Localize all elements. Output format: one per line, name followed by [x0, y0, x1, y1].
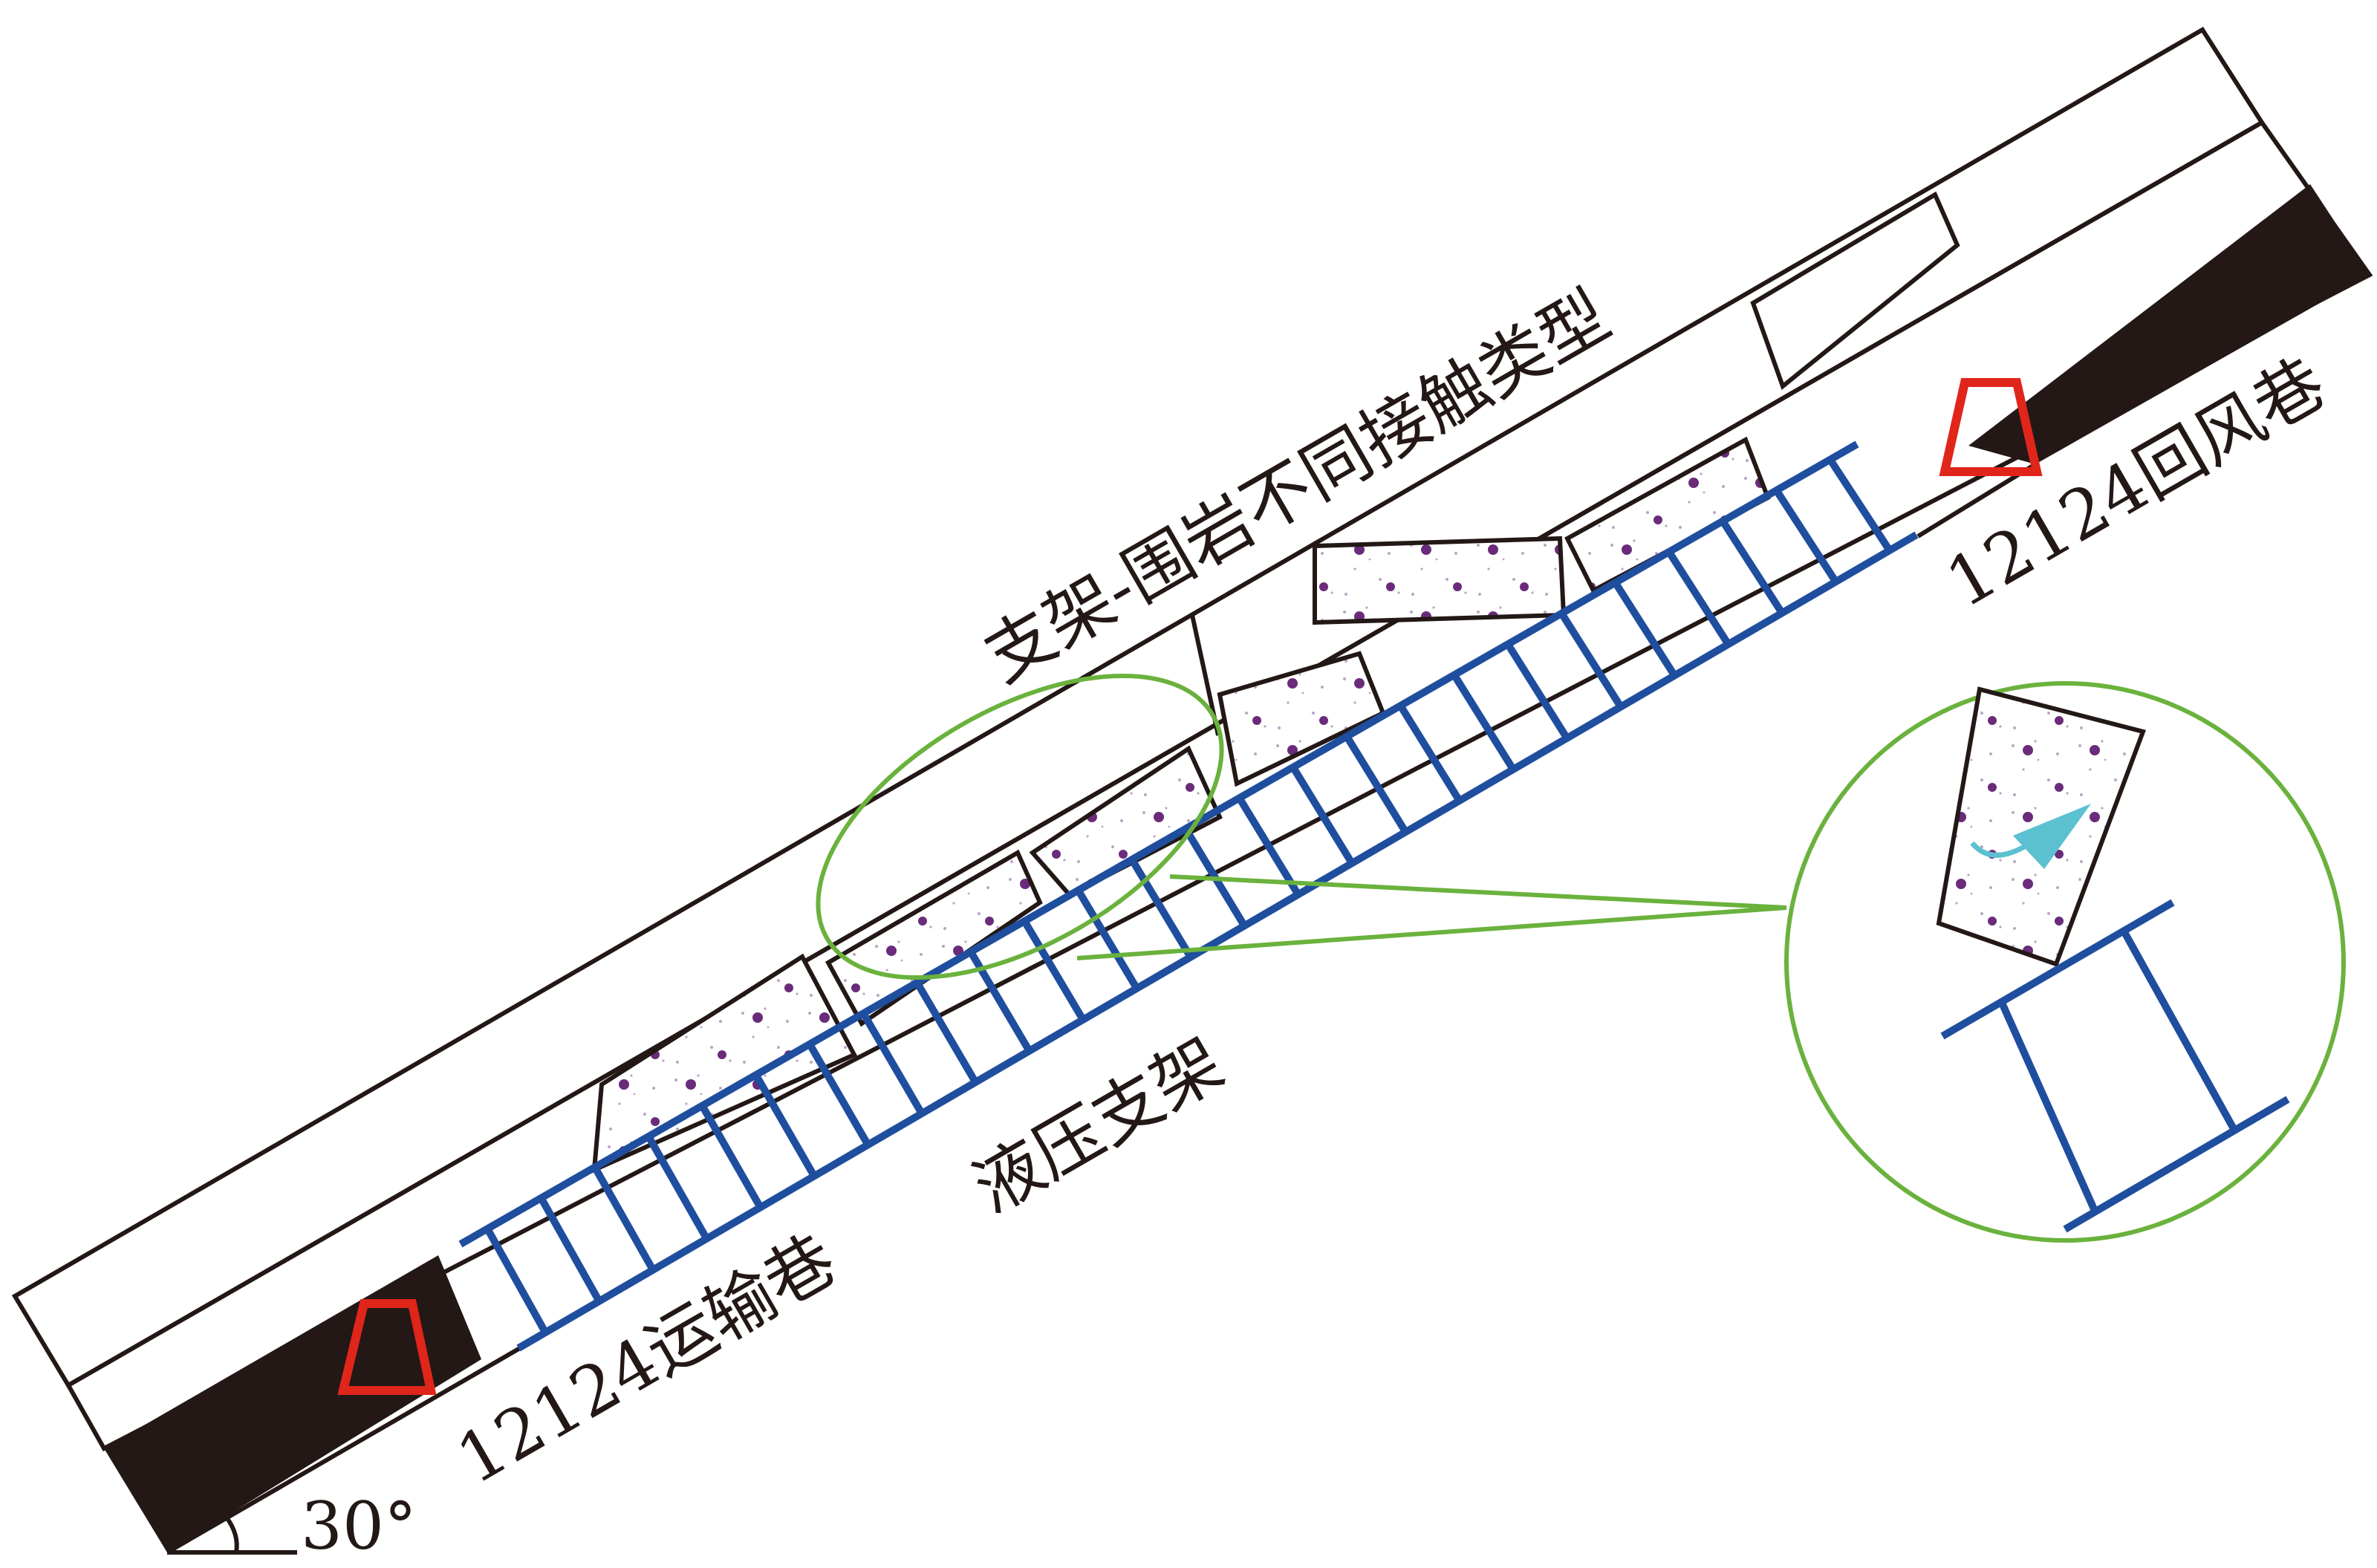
- magnified-detail: [1936, 686, 2290, 1233]
- floor-line-right: [1916, 462, 2037, 539]
- detail-support-leg-right: [2121, 930, 2240, 1135]
- callout-ellipse: [816, 673, 1224, 980]
- return-roadway-blocks: [1750, 191, 1960, 390]
- support-leg: [1612, 580, 1678, 678]
- support-leg: [806, 1042, 871, 1147]
- support-leg: [1773, 488, 1839, 584]
- support-leg: [699, 1104, 764, 1209]
- support-leg: [1719, 518, 1786, 616]
- support-leg: [538, 1196, 602, 1304]
- support-leg: [1343, 734, 1409, 834]
- support-leg: [1504, 642, 1570, 741]
- support-base-line: [516, 531, 1919, 1352]
- rock-block-1: [591, 953, 858, 1174]
- coal-seam-left: [104, 1255, 481, 1552]
- support-leg: [484, 1226, 549, 1335]
- support-leg: [645, 1134, 710, 1241]
- detail-support-leg-left: [1998, 1001, 2098, 1213]
- support-leg: [1558, 611, 1625, 709]
- coal-seam-right: [1968, 184, 2370, 464]
- support-leg: [1021, 919, 1087, 1022]
- support-leg: [1075, 888, 1140, 991]
- return-roadway-marker: [1939, 378, 2043, 476]
- angle-label: 30°: [301, 1488, 417, 1564]
- support-leg: [1451, 673, 1517, 772]
- support-leg: [591, 1165, 657, 1272]
- rock-block-5: [1313, 536, 1567, 625]
- support-leg: [1128, 857, 1194, 960]
- magnified-view-circle: [1784, 681, 2346, 1243]
- support-leg: [752, 1073, 818, 1178]
- callout-leader-1: [1169, 874, 1787, 910]
- broken-rock-blocks: [591, 436, 1771, 1174]
- support-canopy-line: [458, 440, 1859, 1248]
- support-leg: [1236, 796, 1301, 897]
- support-leg: [1665, 550, 1731, 647]
- support-leg: [1827, 457, 1893, 553]
- rock-block-2: [825, 849, 1043, 1027]
- support-leg: [1290, 765, 1356, 865]
- support-leg: [914, 980, 979, 1084]
- detail-support: [1940, 899, 2290, 1233]
- detail-support-base: [2063, 1096, 2290, 1233]
- callout-leader-2: [1076, 905, 1787, 960]
- hydraulic-supports: [458, 440, 1919, 1352]
- angle-arc: [224, 1516, 239, 1553]
- support-leg: [859, 1011, 926, 1116]
- support-leg: [1397, 703, 1463, 803]
- coal-seam: [104, 184, 2370, 1555]
- roof-block-right: [1750, 191, 1960, 390]
- rock-block-3: [1029, 745, 1223, 898]
- callout: [816, 673, 2346, 1243]
- rotation-arrow-icon: [1970, 841, 2026, 858]
- roadway-markers: [337, 378, 2043, 1395]
- detail-support-canopy: [1940, 899, 2175, 1040]
- support-label: 液压支架: [960, 1023, 1237, 1229]
- rotation-arrow-head-icon: [2013, 804, 2091, 869]
- transport-roadway-marker: [337, 1299, 437, 1395]
